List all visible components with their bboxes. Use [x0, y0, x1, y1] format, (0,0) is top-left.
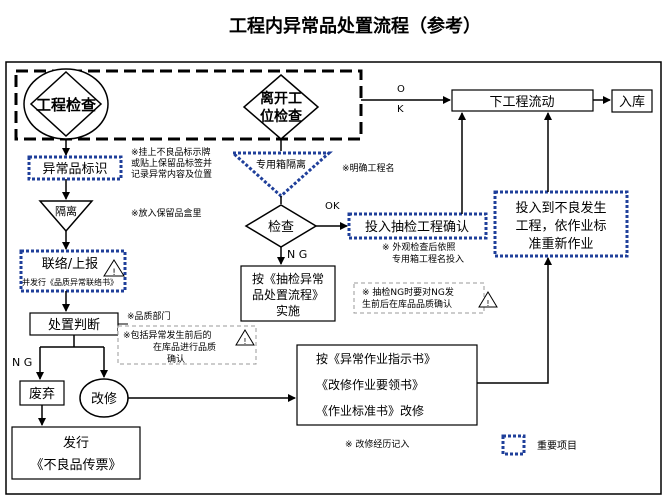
reinput-label-3: 准重新作业 — [528, 236, 593, 252]
next-process-label: 下工程流动 — [489, 95, 554, 110]
note-sample-ng-1: ※ 抽检NG时要对NG发 — [362, 286, 454, 298]
issue-box — [11, 426, 141, 480]
warehouse-label: 入库 — [619, 94, 645, 110]
sample-ng-note-box — [353, 282, 485, 314]
repair-label: 改修 — [91, 392, 117, 407]
contact-label: 联络/上报 — [42, 256, 98, 272]
ok-mid-k: K — [333, 201, 340, 212]
note-name-proc: ※明确工程名 — [342, 162, 395, 174]
instruction-label-3: 《作业标准书》改修 — [316, 403, 424, 418]
ok-top-o: O — [397, 84, 405, 95]
note-include-3: 确认 — [167, 353, 185, 365]
note-sample-ng-2: 生前后在库品品质确认 — [362, 298, 452, 310]
inspect-node: 工程检查 — [23, 68, 109, 140]
per-proc-label-3: 实施 — [276, 303, 300, 318]
inspection-region — [14, 69, 363, 141]
note-put-box: ※放入保留品盒里 — [131, 207, 202, 219]
check-label: 检查 — [268, 220, 294, 235]
judge-label: 处置判断 — [48, 318, 100, 333]
contact-note: 并发行《品质异常联络书》 — [22, 277, 118, 287]
issue-label-1: 发行 — [63, 435, 89, 451]
ok-mid-o: O — [325, 201, 333, 212]
issue-label-2: 《不良品传票》 — [30, 457, 121, 473]
abnormal-mark-box — [27, 155, 123, 181]
warning-icon-2 — [235, 329, 255, 346]
note-visual-2: 专用箱工程名投入 — [392, 253, 464, 265]
legend-swatch — [501, 434, 526, 456]
per-proc-label-1: 按《抽检异常 — [252, 271, 324, 286]
note-record: ※ 改修经历记入 — [345, 438, 409, 450]
per-proc-box — [240, 265, 336, 322]
abnormal-mark-label: 异常品标识 — [42, 162, 107, 177]
special-box-label: 专用箱隔离 — [256, 158, 306, 171]
note-tag-3: 记录异常内容及位置 — [131, 168, 212, 180]
inspect-label: 工程检查 — [36, 96, 97, 114]
note-include-2: 在库品进行品质 — [153, 341, 216, 353]
special-box-triangle — [229, 151, 333, 199]
note-tag-2: 或贴上保留品标签并 — [131, 157, 212, 169]
outer-frame — [5, 61, 662, 495]
ng-mid-label: N G — [287, 248, 307, 261]
scrap-label: 废弃 — [29, 386, 55, 402]
reinput-label-1: 投入到不良发生 — [515, 200, 606, 216]
instruction-label-2: 《改修作业要领书》 — [316, 377, 424, 392]
scrap-box — [19, 380, 65, 406]
warning-icon-3 — [478, 291, 498, 308]
leave-check-node: 离开工 位检查 — [242, 74, 320, 140]
isolate-triangle — [38, 200, 94, 233]
note-dept: ※品质部门 — [127, 310, 171, 322]
leave-label-2: 位检查 — [260, 108, 303, 125]
warehouse-box — [611, 89, 653, 113]
warning-mark-2: ! — [243, 337, 246, 346]
sample-confirm-box — [347, 212, 488, 240]
warning-mark: ! — [112, 268, 116, 278]
note-include-1: ※包括异常发生前后的 — [123, 329, 212, 341]
note-tag-1: ※挂上不良品标示牌 — [131, 146, 211, 158]
reinput-label-2: 工程，依作业标 — [515, 219, 606, 234]
per-proc-label-2: 品处置流程》 — [252, 287, 324, 302]
instruction-box — [296, 344, 478, 426]
ng-left-label: N G — [12, 356, 32, 369]
ok-top-k: K — [397, 104, 404, 115]
warning-icon — [103, 259, 125, 277]
instruction-to-reinput-arrow — [477, 257, 552, 384]
isolate-label: 隔离 — [55, 204, 77, 218]
leave-label-1: 离开工 — [260, 90, 302, 107]
page-title: 工程内异常品处置流程（参考） — [229, 15, 481, 37]
warning-mark-3: ! — [486, 299, 489, 308]
include-note-box — [117, 325, 257, 365]
instruction-label-1: 按《异常作业指示书》 — [316, 351, 436, 366]
reinput-box — [493, 190, 629, 258]
sample-confirm-label: 投入抽检工程确认 — [365, 219, 469, 235]
legend-label: 重要项目 — [537, 439, 577, 452]
note-visual-1: ※ 外观检查后依照 — [382, 241, 455, 253]
